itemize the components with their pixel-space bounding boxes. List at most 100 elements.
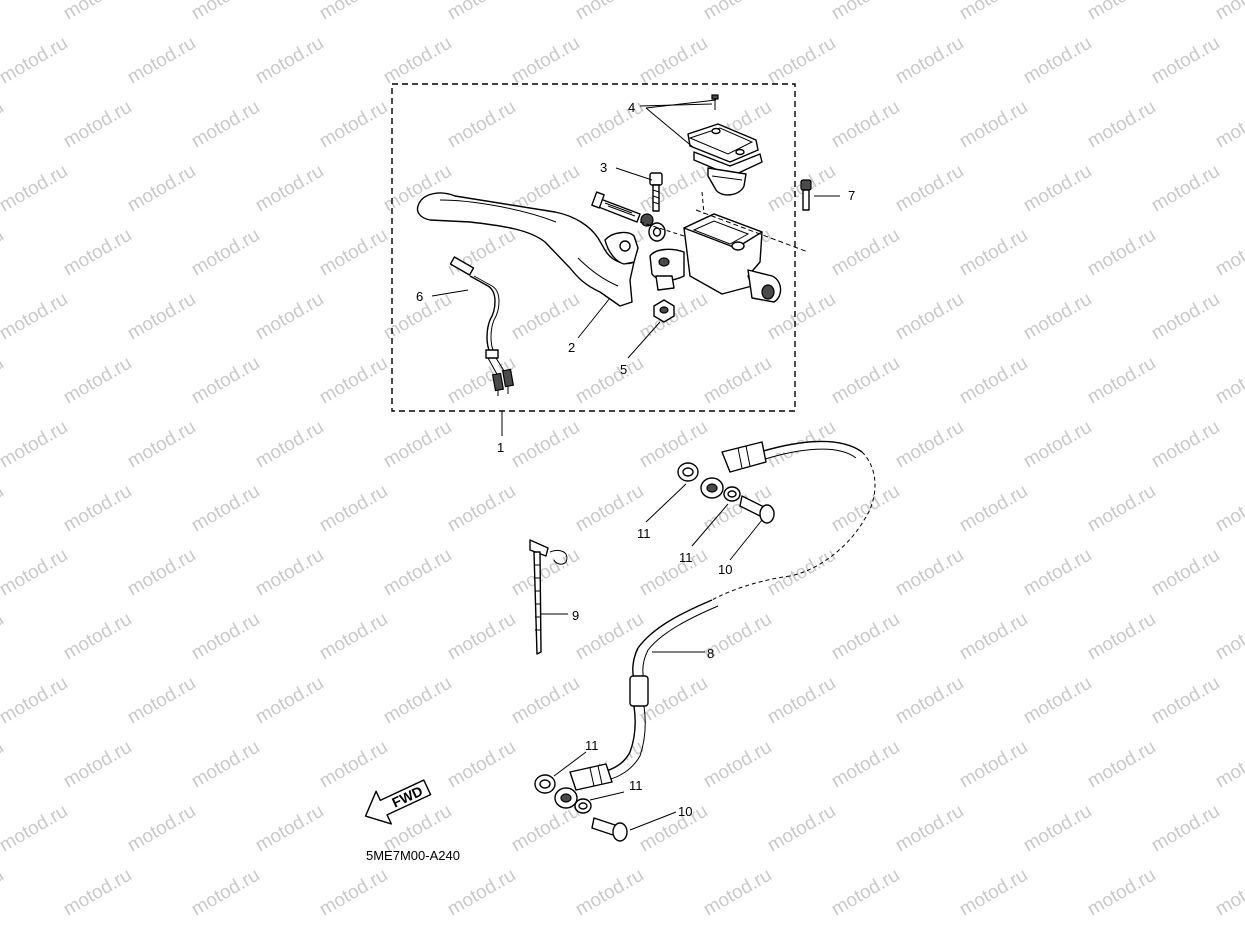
watermark-text: motod.ru (636, 161, 711, 217)
watermark-text: motod.ru (1084, 97, 1159, 153)
watermark-text: motod.ru (892, 417, 967, 473)
watermark-text: motod.ru (828, 737, 903, 793)
watermark-text: motod.ru (700, 353, 775, 409)
watermark-text: motod.ru (956, 97, 1031, 153)
watermark-text: motod.ru (188, 481, 263, 537)
watermark-text: motod.ru (0, 417, 71, 473)
callout-9: 9 (572, 608, 579, 623)
callout-11-upper-a: 11 (637, 526, 651, 541)
watermark-text: motod.ru (1148, 545, 1223, 601)
callout-10-upper: 10 (718, 562, 732, 577)
watermark-text: motod.ru (1212, 97, 1245, 153)
watermark-text: motod.ru (124, 673, 199, 729)
watermark-text: motod.ru (316, 609, 391, 665)
callout-10-lower: 10 (678, 804, 692, 819)
watermark-text: motod.ru (1212, 865, 1245, 921)
watermark-text: motod.ru (956, 0, 1031, 24)
watermark-text: motod.ru (0, 353, 7, 409)
watermark-text: motod.ru (636, 545, 711, 601)
watermark-text: motod.ru (1084, 609, 1159, 665)
diagram-code: 5ME7M00-A240 (366, 848, 460, 863)
watermark-text: motod.ru (316, 865, 391, 921)
watermark-text: motod.ru (188, 225, 263, 281)
watermark-text: motod.ru (124, 417, 199, 473)
watermark-text: motod.ru (124, 33, 199, 89)
watermark-text: motod.ru (892, 673, 967, 729)
callout-11-lower-a: 11 (585, 738, 599, 753)
watermark-text: motod.ru (0, 673, 71, 729)
watermark-text: motod.ru (380, 417, 455, 473)
watermark-text: motod.ru (1020, 545, 1095, 601)
watermark-text: motod.ru (956, 481, 1031, 537)
watermark-text: motod.ru (892, 161, 967, 217)
callout-11-upper-b: 11 (679, 550, 693, 565)
pivot-bolt (591, 191, 666, 242)
watermark-text: motod.ru (188, 97, 263, 153)
watermark-text: motod.ru (636, 417, 711, 473)
watermark-text: motod.ru (572, 97, 647, 153)
callout-2: 2 (568, 340, 575, 355)
watermark-text: motod.ru (252, 545, 327, 601)
watermark-text: motod.ru (1084, 225, 1159, 281)
watermark-text: motod.ru (444, 97, 519, 153)
watermark-text: motod.ru (188, 0, 263, 24)
watermark-text: motod.ru (1020, 289, 1095, 345)
callout-6: 6 (416, 289, 423, 304)
watermark-text: motod.ru (252, 673, 327, 729)
watermark-text: motod.ru (60, 865, 135, 921)
watermark-text: motod.ru (60, 737, 135, 793)
watermark-text: motod.ru (188, 353, 263, 409)
watermark-text: motod.ru (1084, 737, 1159, 793)
watermark-text: motod.ru (956, 225, 1031, 281)
watermark-text: motod.ru (380, 545, 455, 601)
watermark-text: motod.ru (1084, 865, 1159, 921)
watermark-text: motod.ru (828, 865, 903, 921)
watermark-text: motod.ru (1148, 417, 1223, 473)
watermark-text: motod.ru (316, 481, 391, 537)
watermark-text: motod.ru (124, 289, 199, 345)
callout-4: 4 (628, 100, 635, 115)
watermark-text: motod.ru (1212, 609, 1245, 665)
watermark-text: motod.ru (828, 609, 903, 665)
watermark-text: motod.ru (316, 225, 391, 281)
watermark-text: motod.ru (444, 609, 519, 665)
callout-5: 5 (620, 362, 627, 377)
watermark-text: motod.ru (444, 737, 519, 793)
watermark-text: motod.ru (1148, 673, 1223, 729)
watermark-text: motod.ru (0, 225, 7, 281)
screw (649, 172, 663, 212)
watermark-text: motod.ru (60, 225, 135, 281)
watermark-text: motod.ru (1148, 801, 1223, 857)
watermark-text: motod.ru (444, 0, 519, 24)
watermark-text: motod.ru (124, 545, 199, 601)
master-cylinder (649, 213, 782, 303)
watermark-text: motod.ru (828, 225, 903, 281)
watermark-text: motod.ru (316, 737, 391, 793)
watermark-text: motod.ru (1084, 0, 1159, 24)
callout-1: 1 (497, 440, 504, 455)
watermark-text: motod.ru (124, 161, 199, 217)
brake-switch (449, 256, 515, 396)
callout-11-lower-b: 11 (629, 778, 643, 793)
watermark-text: motod.ru (0, 609, 7, 665)
watermark-text: motod.ru (828, 353, 903, 409)
watermark-text: motod.ru (1148, 33, 1223, 89)
holder-bolt (800, 179, 812, 211)
watermark-text: motod.ru (764, 33, 839, 89)
watermark-text: motod.ru (60, 353, 135, 409)
watermark-text: motod.ru (60, 97, 135, 153)
watermark-text: motod.ru (188, 865, 263, 921)
watermark-text: motod.ru (956, 609, 1031, 665)
watermark-text: motod.ru (316, 0, 391, 24)
watermark-text: motod.ru (892, 289, 967, 345)
watermark-text: motod.ru (0, 33, 71, 89)
watermark-text: motod.ru (1084, 353, 1159, 409)
callout-3: 3 (600, 160, 607, 175)
callout-8: 8 (707, 646, 714, 661)
watermark-text: motod.ru (0, 161, 71, 217)
watermark-text: motod.ru (572, 865, 647, 921)
watermark-text: motod.ru (1020, 161, 1095, 217)
fwd-label: FWD (389, 783, 425, 811)
